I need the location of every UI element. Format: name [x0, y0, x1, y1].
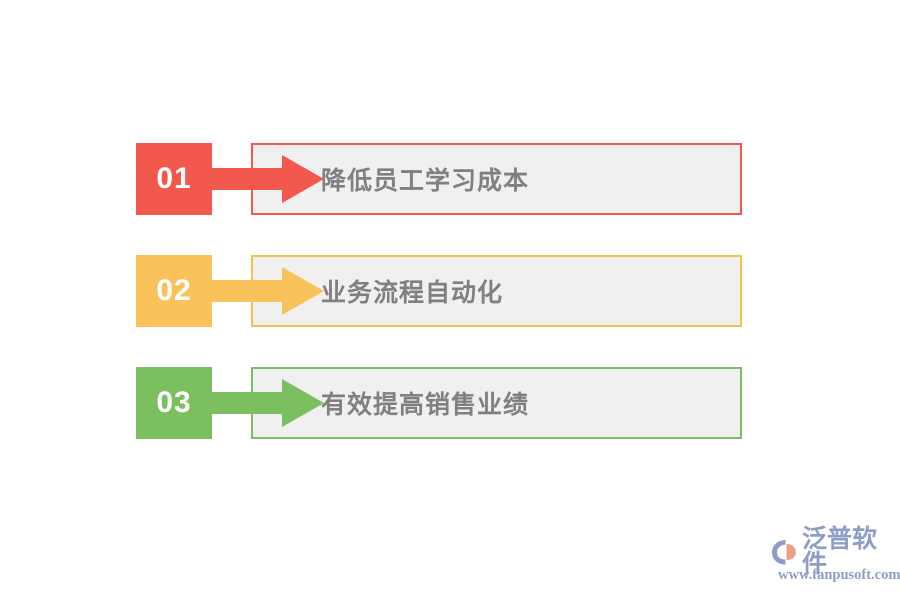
item-number: 03 — [156, 386, 192, 419]
item-number: 02 — [156, 274, 192, 307]
brand-name: 泛普软件 — [802, 525, 878, 578]
arrow-right-icon — [196, 379, 324, 427]
fanpu-logo-icon — [770, 538, 800, 566]
item-number-tile: 02 — [136, 255, 212, 327]
list-item[interactable]: 02 业务流程自动化 — [136, 255, 742, 327]
arrow-right-icon — [196, 155, 324, 203]
list-item[interactable]: 01 降低员工学习成本 — [136, 143, 742, 215]
brand-url: www.fanpusoft.com — [778, 567, 900, 583]
item-panel — [251, 143, 742, 215]
item-panel — [251, 367, 742, 439]
brand-watermark: 泛普软件 www.fanpusoft.com — [770, 527, 900, 588]
item-label: 业务流程自动化 — [321, 279, 504, 307]
item-number: 01 — [156, 162, 192, 195]
item-label: 有效提高销售业绩 — [321, 391, 530, 419]
item-panel — [251, 255, 742, 327]
list-item[interactable]: 03 有效提高销售业绩 — [136, 367, 742, 439]
arrow-right-icon — [196, 267, 324, 315]
item-label: 降低员工学习成本 — [321, 167, 530, 195]
item-number-tile: 01 — [136, 143, 212, 215]
brand-row: 泛普软件 — [770, 527, 895, 577]
